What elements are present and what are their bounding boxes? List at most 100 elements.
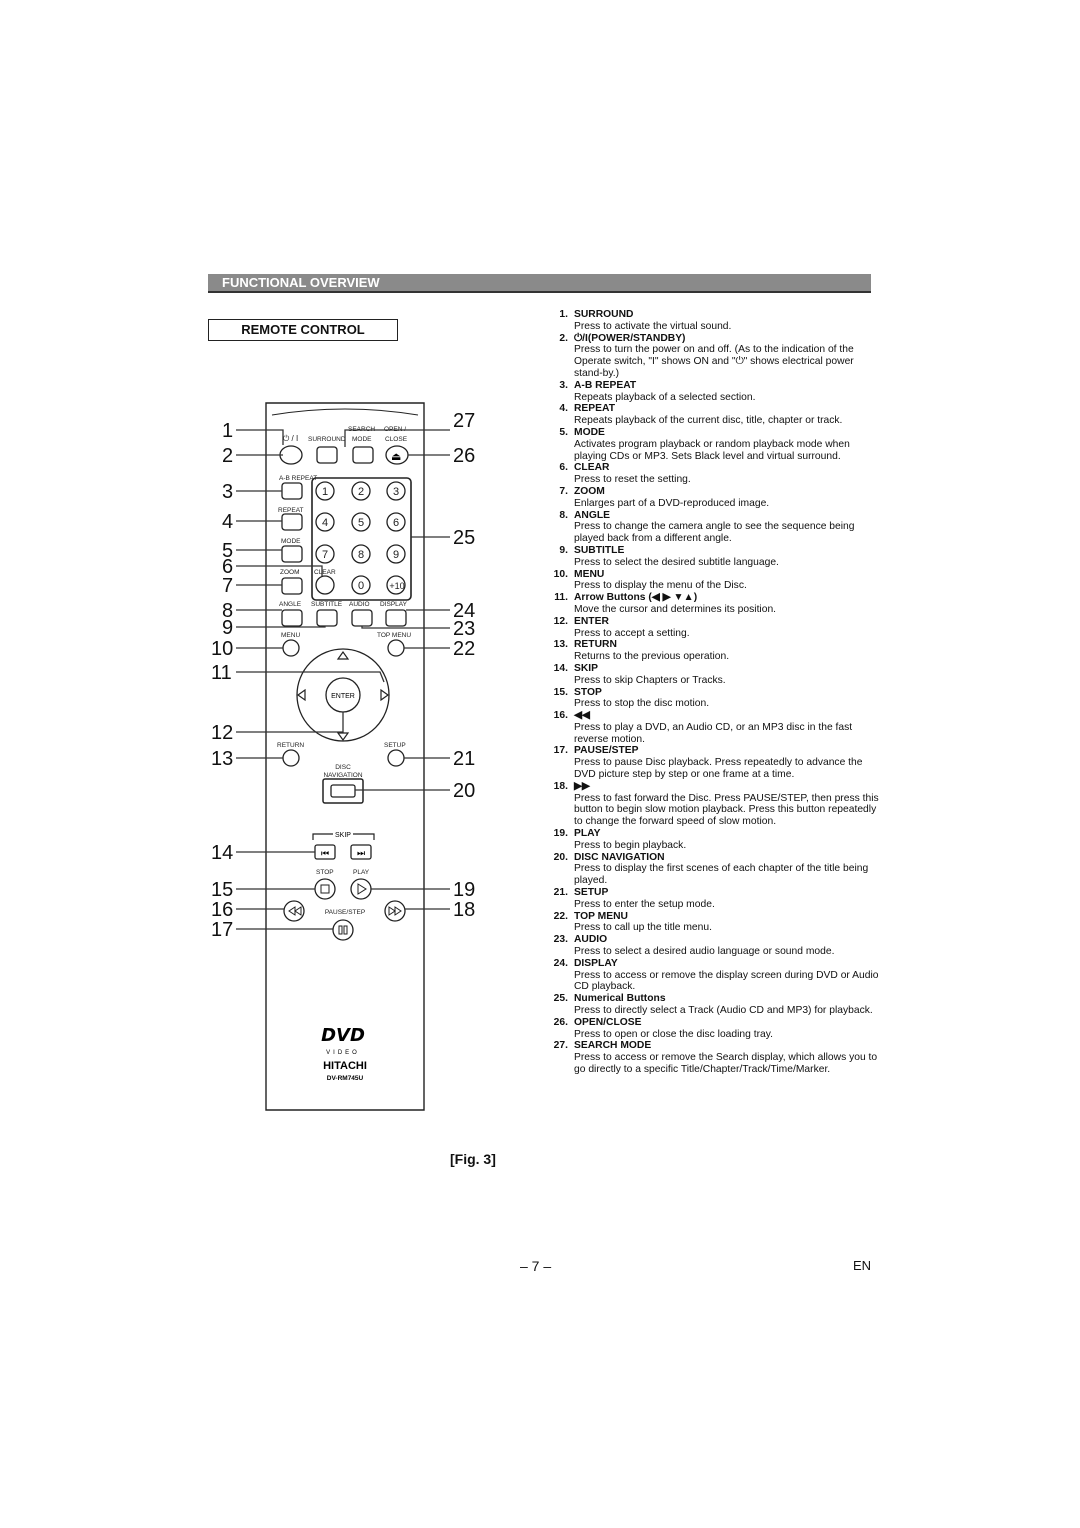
key-plus10[interactable]: [386, 575, 406, 595]
item-title: CLEAR: [574, 462, 610, 474]
key-0[interactable]: [351, 575, 371, 595]
key-4[interactable]: [315, 512, 335, 532]
ab-repeat-button[interactable]: [281, 482, 303, 500]
skip-back-icon: ⏮: [321, 849, 329, 859]
mode-label: MODE: [281, 538, 301, 545]
callout-27: 27: [453, 410, 475, 432]
item-text: Press to directly select a Track (Audio …: [574, 1005, 873, 1017]
item-text: Press to stop the disc motion.: [574, 698, 710, 710]
subtitle-label: SUBTITLE: [311, 601, 343, 608]
search-mode-button[interactable]: [352, 446, 374, 464]
top-menu-button[interactable]: [387, 639, 405, 657]
setup-button[interactable]: [387, 749, 405, 767]
key-8[interactable]: [351, 544, 371, 564]
item-text: Enlarges part of a DVD-reproduced image.: [574, 497, 770, 509]
item-title: DISPLAY: [574, 957, 618, 969]
item-text: Activates program playback or random pla…: [574, 438, 850, 462]
callout-9: 9: [222, 617, 233, 639]
callout-17: 17: [211, 919, 233, 941]
item-number: 19.: [553, 828, 568, 840]
stop-label: STOP: [316, 869, 334, 876]
key-6-label: 6: [393, 517, 399, 529]
menu-button[interactable]: [282, 639, 300, 657]
key-3-label: 3: [393, 486, 399, 498]
key-5[interactable]: [351, 512, 371, 532]
item-number: 18.: [553, 780, 568, 792]
mode-button[interactable]: [281, 545, 303, 563]
item-number: 3.: [559, 379, 568, 391]
callout-2: 2: [222, 445, 233, 467]
item-title: ZOOM: [574, 485, 605, 497]
description-item: 18. ▶▶Press to fast forward the Disc. Pre…: [540, 781, 880, 828]
rewind-button[interactable]: [283, 900, 305, 922]
key-2[interactable]: [351, 481, 371, 501]
item-number: 16.: [553, 710, 568, 722]
item-text: Press to display the first scenes of eac…: [574, 863, 869, 887]
surround-button[interactable]: [316, 446, 338, 464]
key-8-label: 8: [358, 549, 364, 561]
pause-step-button[interactable]: [332, 919, 354, 941]
callout-4: 4: [222, 511, 233, 533]
audio-label: AUDIO: [349, 601, 370, 608]
item-title: STOP: [574, 686, 602, 698]
item-title: MENU: [574, 568, 605, 580]
key-7[interactable]: [315, 544, 335, 564]
skip-forward-icon: ⏭: [357, 849, 365, 859]
eject-icon: ⏏: [391, 450, 401, 463]
item-title: Numerical Buttons: [574, 993, 666, 1005]
item-title: SUBTITLE: [574, 544, 625, 556]
item-title: Arrow Buttons (◀ ▶ ▼▲): [574, 592, 698, 604]
return-button[interactable]: [282, 749, 300, 767]
key-6[interactable]: [386, 512, 406, 532]
item-title: ▶▶: [574, 780, 590, 792]
item-title: OPEN/CLOSE: [574, 1016, 642, 1028]
repeat-button[interactable]: [281, 513, 303, 531]
item-number: 22.: [553, 910, 568, 922]
callout-12: 12: [211, 722, 233, 744]
play-label: PLAY: [353, 869, 370, 876]
play-button[interactable]: [350, 878, 372, 900]
description-item: 11.Arrow Buttons (◀ ▶ ▼▲)Move the cursor…: [540, 592, 880, 616]
enter-label: ENTER: [331, 693, 355, 700]
key-5-label: 5: [358, 517, 364, 529]
power-button[interactable]: [279, 445, 303, 465]
item-title: PAUSE/STEP: [574, 745, 639, 757]
key-9[interactable]: [386, 544, 406, 564]
item-number: 21.: [553, 887, 568, 899]
item-title: SEARCH MODE: [574, 1040, 652, 1052]
item-number: 24.: [553, 957, 568, 969]
disc-navigation-button[interactable]: [330, 784, 356, 798]
callout-23: 23: [453, 618, 475, 640]
fast-forward-icon: [388, 906, 402, 916]
dvd-logo: DVD: [321, 1025, 365, 1046]
item-number: 25.: [553, 993, 568, 1005]
subtitle-button[interactable]: [316, 609, 338, 627]
clear-label: CLEAR: [314, 569, 336, 576]
item-text: Press to fast forward the Disc. Press PA…: [574, 792, 879, 828]
language-code: EN: [853, 1258, 872, 1273]
skip-forward-button[interactable]: [350, 844, 372, 860]
item-title: DISC NAVIGATION: [574, 851, 665, 863]
display-button[interactable]: [385, 609, 407, 627]
key-3[interactable]: [386, 481, 406, 501]
angle-button[interactable]: [281, 609, 303, 627]
section-header: FUNCTIONAL OVERVIEW: [208, 274, 871, 293]
callout-18: 18: [453, 899, 475, 921]
callout-22: 22: [453, 638, 475, 660]
stop-button[interactable]: [314, 878, 336, 900]
audio-button[interactable]: [351, 609, 373, 627]
callout-5: 5: [222, 540, 233, 562]
item-number: 9.: [559, 544, 568, 556]
model-number: DV-RM745U: [327, 1075, 364, 1082]
zoom-button[interactable]: [281, 577, 303, 595]
clear-button[interactable]: [315, 575, 335, 595]
item-number: 17.: [553, 745, 568, 757]
key-1[interactable]: [315, 481, 335, 501]
